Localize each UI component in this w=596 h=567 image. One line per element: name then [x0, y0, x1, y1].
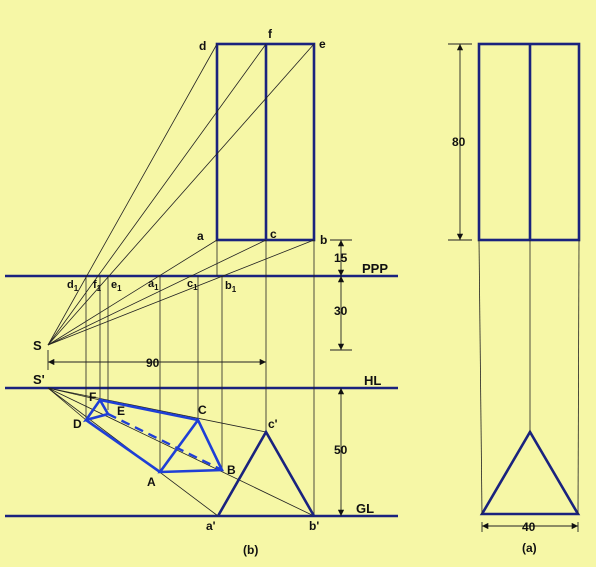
label-D: D — [73, 417, 82, 431]
dim-40: 40 — [522, 520, 536, 534]
caption-b: (b) — [243, 543, 258, 557]
label-A: A — [147, 475, 156, 489]
label-c: c — [270, 227, 277, 241]
dimension-lines — [47, 43, 579, 532]
label-S-prime: S' — [33, 372, 45, 387]
label-E: E — [117, 404, 125, 418]
label-a: a — [197, 229, 204, 243]
label-d1: d1 — [67, 279, 79, 293]
label-ppp: PPP — [362, 261, 388, 276]
label-b-prime: b' — [309, 519, 319, 533]
label-d: d — [199, 39, 206, 53]
label-hl: HL — [364, 373, 381, 388]
label-c1: c1 — [187, 278, 198, 292]
dim-90: 90 — [146, 356, 160, 370]
label-e1: e1 — [111, 279, 122, 293]
label-e: e — [319, 37, 326, 51]
label-b: b — [320, 233, 327, 247]
label-B: B — [227, 463, 236, 477]
vanishing-rays — [47, 387, 315, 517]
label-f: f — [268, 27, 273, 41]
dim-30: 30 — [334, 304, 348, 318]
label-F: F — [89, 390, 96, 404]
caption-a: (a) — [522, 541, 537, 555]
label-a-prime: a' — [206, 519, 216, 533]
perspective-prism — [82, 397, 225, 474]
dim-50: 50 — [334, 443, 348, 457]
label-C: C — [198, 403, 207, 417]
label-c-prime: c' — [268, 417, 278, 431]
vertical-projectors — [85, 240, 315, 516]
dim-15: 15 — [334, 251, 348, 265]
label-f1: f1 — [93, 279, 102, 293]
label-gl: GL — [356, 501, 374, 516]
side-view-triangle — [479, 429, 581, 516]
side-view-projectors — [478, 239, 580, 515]
front-view-triangle — [216, 429, 316, 517]
label-S: S — [33, 338, 42, 353]
label-a1: a1 — [148, 278, 159, 292]
dim-80: 80 — [452, 135, 466, 149]
label-b1: b1 — [225, 280, 237, 294]
visual-rays — [47, 43, 315, 346]
